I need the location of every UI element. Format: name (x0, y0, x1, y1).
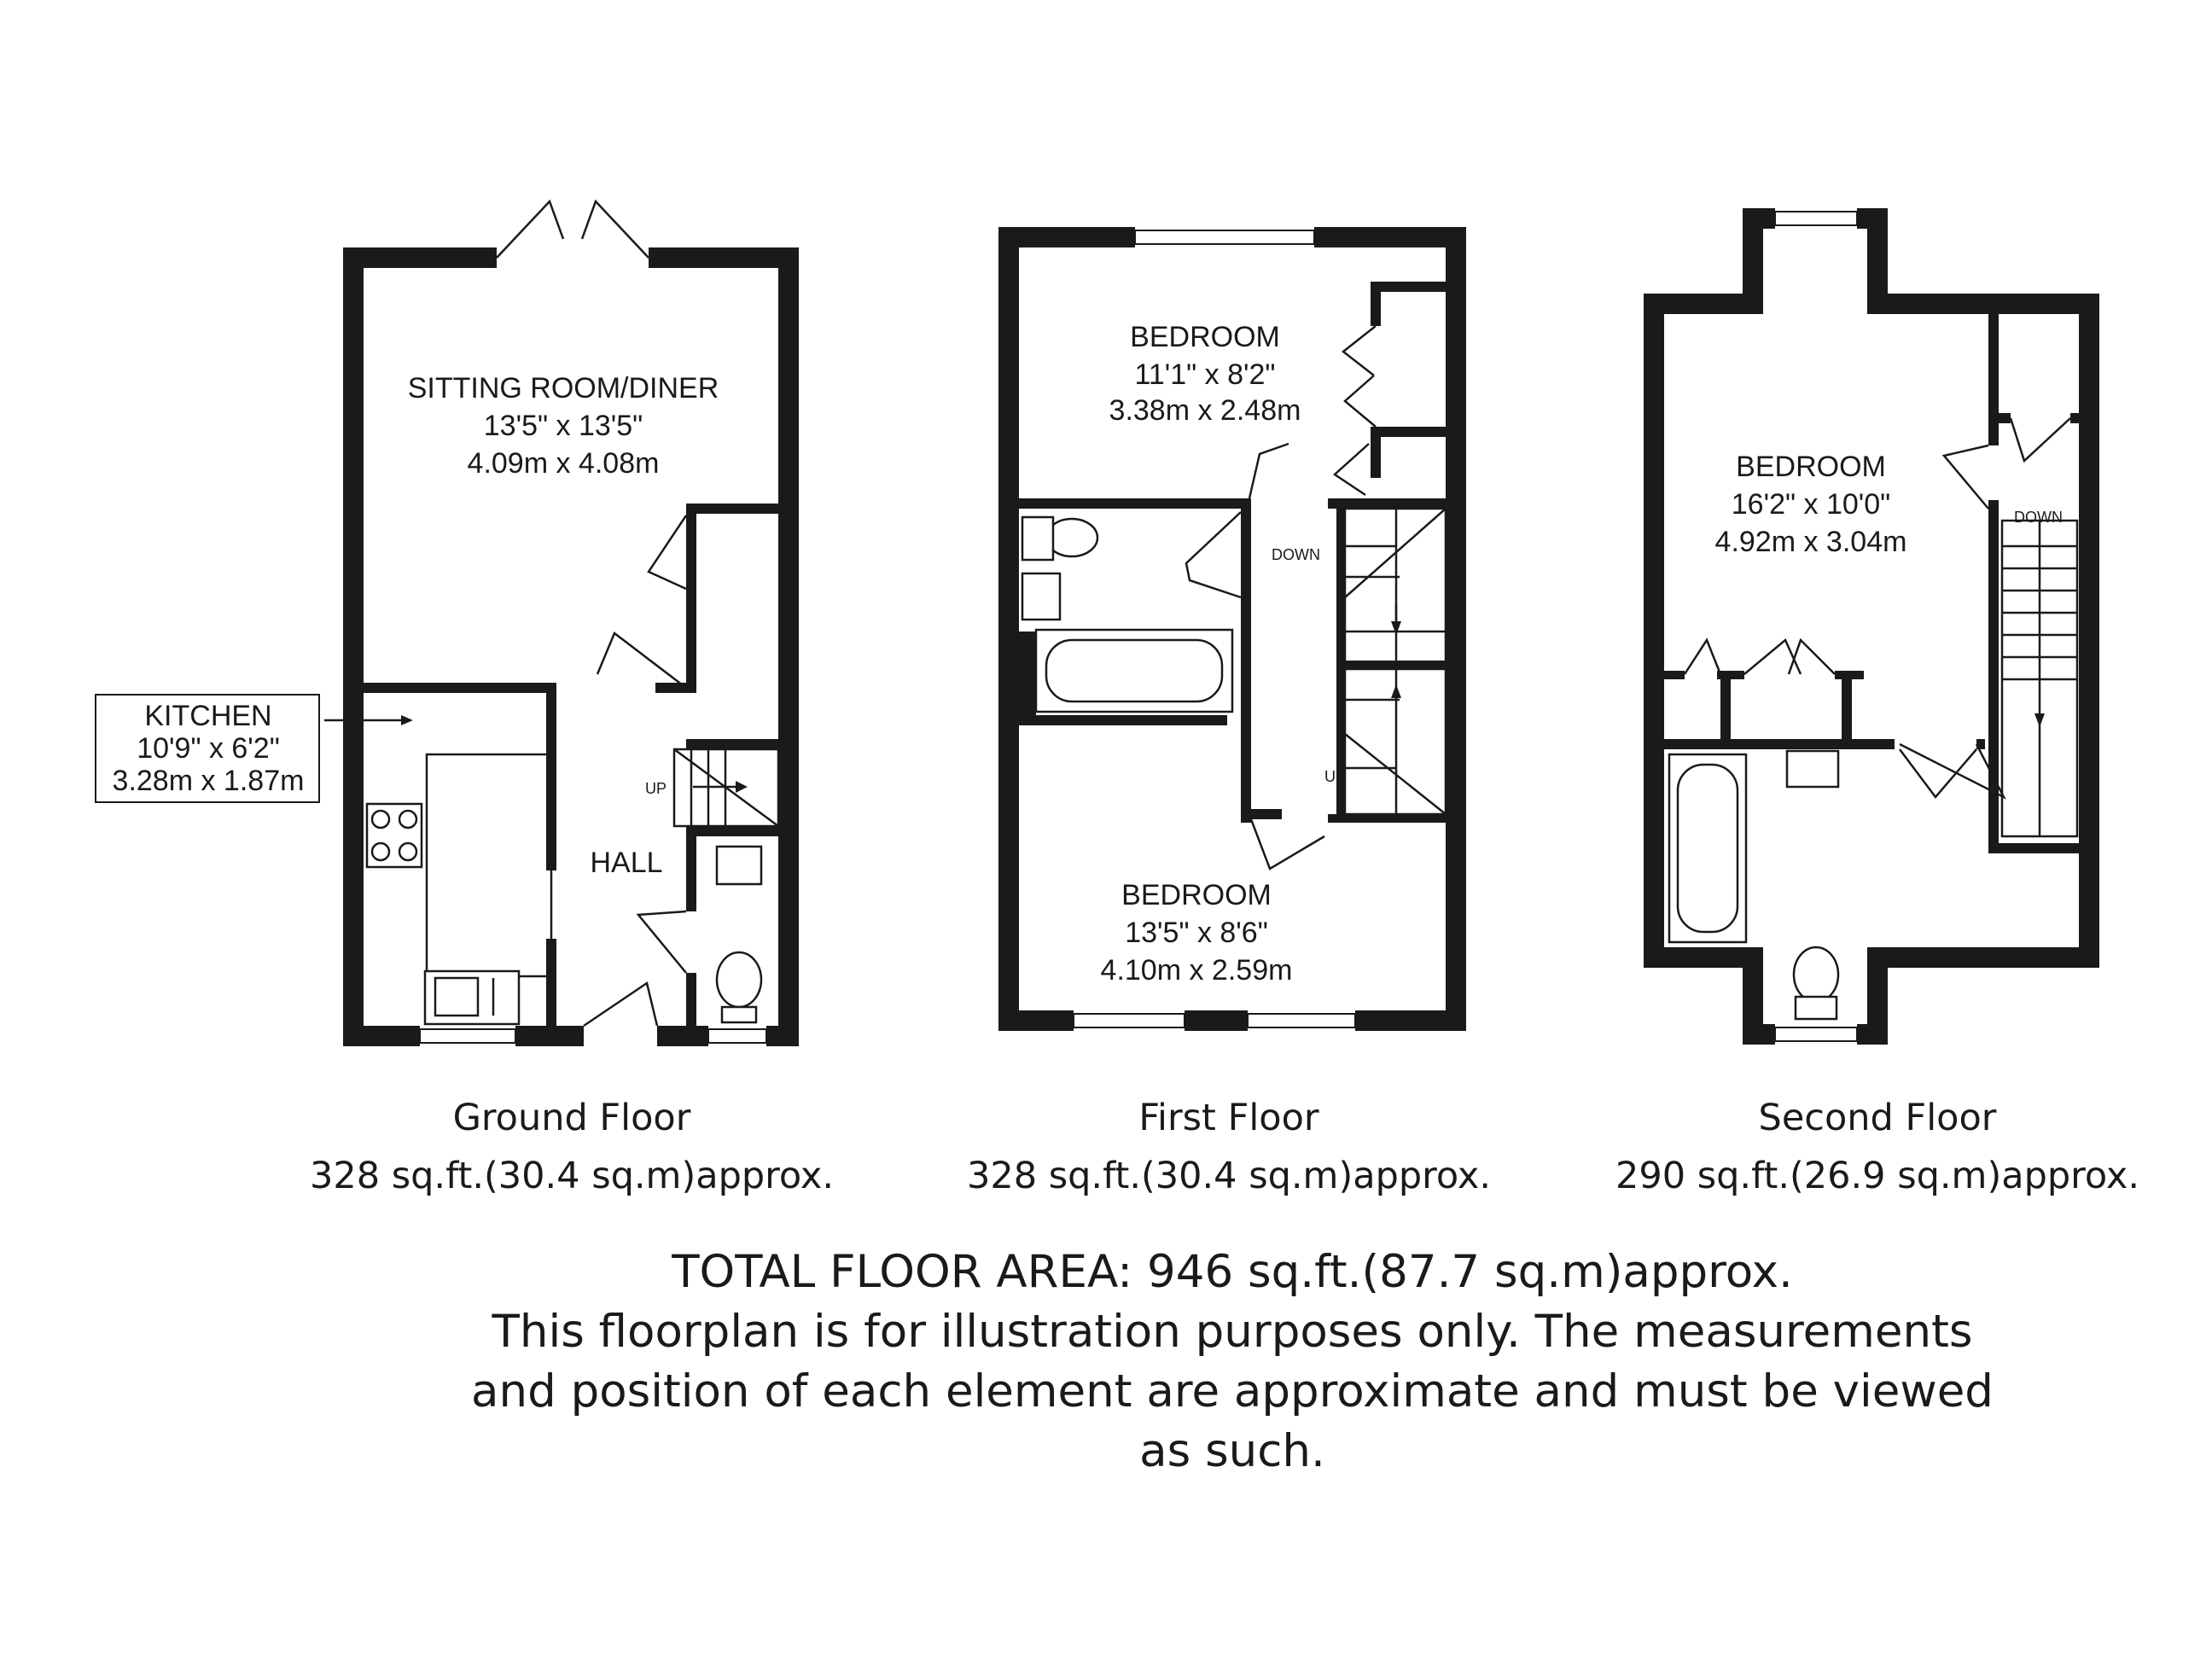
first-bedroom-a-metric: 3.38m x 2.48m (1109, 394, 1301, 427)
second-bedroom-name: BEDROOM (1736, 451, 1886, 483)
second-stair-down-label: DOWN (2014, 509, 2063, 526)
sitting-room-name: SITTING ROOM/DINER (408, 372, 719, 405)
first-floor-caption: First Floor (1138, 1097, 1318, 1139)
first-bedroom-b-name: BEDROOM (1121, 879, 1272, 911)
first-stair-down-label: DOWN (1272, 546, 1320, 563)
kitchen-metric: 3.28m x 1.87m (113, 765, 305, 797)
ground-floor-caption: Ground Floor (453, 1097, 691, 1139)
sitting-room-metric: 4.09m x 4.08m (468, 447, 660, 480)
kitchen-label-box (95, 694, 320, 803)
ground-floor-area: 328 sq.ft.(30.4 sq.m)approx. (310, 1155, 834, 1197)
first-bedroom-a-imperial: 11'1" x 8'2" (1134, 358, 1275, 391)
second-bedroom-metric: 4.92m x 3.04m (1715, 526, 1907, 558)
total-floor-area: TOTAL FLOOR AREA: 946 sq.ft.(87.7 sq.m)a… (671, 1246, 1793, 1298)
kitchen-name: KITCHEN (144, 700, 271, 732)
second-floor-area: 290 sq.ft.(26.9 sq.m)approx. (1615, 1155, 2139, 1197)
kitchen-imperial: 10'9" x 6'2" (137, 732, 280, 765)
first-floor-area: 328 sq.ft.(30.4 sq.m)approx. (967, 1155, 1491, 1197)
first-bedroom-a-name: BEDROOM (1130, 321, 1280, 353)
second-bedroom-imperial: 16'2" x 10'0" (1732, 488, 1890, 521)
first-bedroom-b-metric: 4.10m x 2.59m (1101, 954, 1293, 987)
first-bedroom-b-imperial: 13'5" x 8'6" (1125, 917, 1268, 949)
second-floor-caption: Second Floor (1759, 1097, 1997, 1139)
sitting-room-imperial: 13'5" x 13'5" (484, 410, 643, 442)
hall-name: HALL (590, 847, 662, 879)
second-floor-plan (1644, 208, 2099, 1045)
disclaimer-line-2: and position of each element are approxi… (471, 1365, 1994, 1417)
disclaimer-line-3: as such. (1139, 1425, 1325, 1477)
ground-stair-up-label: UP (645, 780, 667, 797)
first-floor-plan (998, 227, 1466, 1031)
first-stair-up-label: UP (1324, 768, 1346, 785)
disclaimer-line-1: This floorplan is for illustration purpo… (492, 1306, 1973, 1358)
ground-floor-plan (324, 199, 799, 1046)
